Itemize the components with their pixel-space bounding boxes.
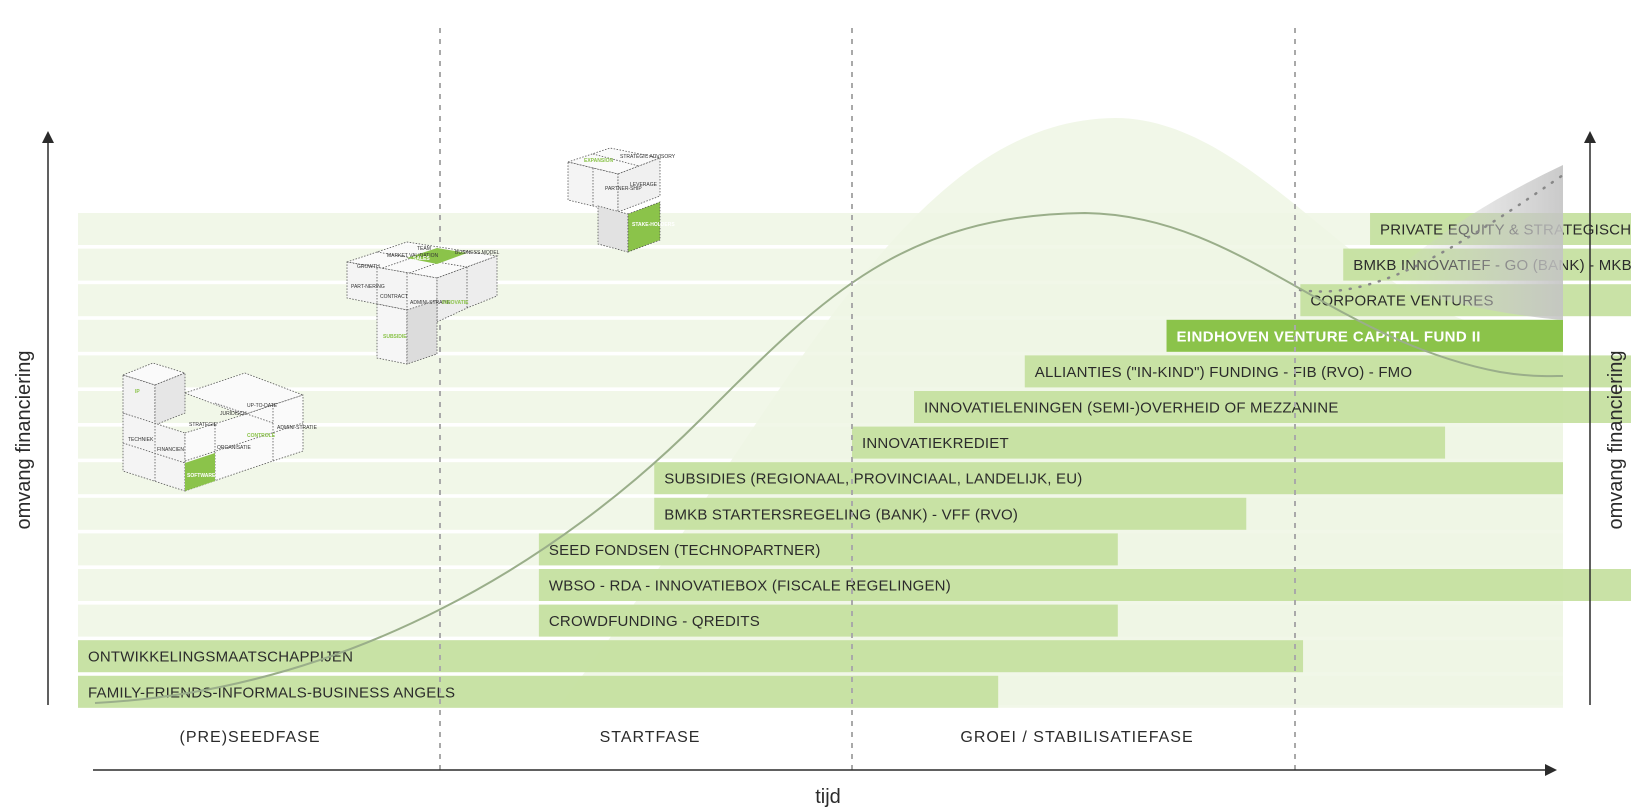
cube-label: ADMINI-STRATIE [277,425,318,431]
financing-bar [538,533,1118,566]
cube-label: PART-NERING [351,284,385,290]
grey-forecast-fan [1385,165,1563,320]
cube-label: FINANCIEN [157,447,184,453]
financing-bar-label: ONTWIKKELINGSMAATSCHAPPIJEN [88,649,353,666]
cube-label: JURIDISCH [220,411,247,417]
cube-label: ORGANISATIE [217,445,251,451]
y-axis-left [42,131,54,705]
financing-bar-label: INNOVATIEKREDIET [862,435,1009,452]
cube-label: STAKE-HOLDERS [632,222,675,228]
cube-label: LEVERAGE [630,182,658,188]
financing-bar-label: BMKB STARTERSREGELING (BANK) - VFF (RVO) [664,506,1018,523]
x-axis-label: tijd [815,786,841,808]
financing-bar [654,462,1563,495]
cube-label: GROWTH [357,264,380,270]
cube-label: INNOVATIE [442,300,469,306]
cube-innovation-face [407,248,467,264]
financing-bar-label: CROWDFUNDING - QREDITS [549,613,760,630]
cube-label: UP-TO-DATE [247,403,278,409]
financing-bar-label: WBSO - RDA - INNOVATIEBOX (FISCALE REGEL… [549,578,951,595]
cube-label: SALES [413,256,430,262]
financing-bar [1024,355,1631,388]
cube-label: PARTNER-SHIP [605,186,642,192]
financing-bar-label: SUBSIDIES (REGIONAAL, PROVINCIAAL, LANDE… [664,471,1082,488]
financing-bar [852,426,1446,459]
y-axis-label-left: omvang financiering [13,351,35,530]
financing-bar [78,675,999,708]
cube-label: MARKET VALIDATION [387,253,439,259]
cube-label: STRATEGIE [189,422,218,428]
x-axis [93,764,1557,776]
cube-label: TECHNIEK [128,437,154,443]
financing-rows: PRIVATE EQUITY & STRATEGISCHE KOPERSBMKB… [78,213,1631,708]
y-axis-label-right: omvang financiering [1605,351,1627,530]
row-band [78,213,1563,245]
financing-bar [1166,319,1563,352]
financing-bar [538,604,1118,637]
cube-cluster-small: EXPANSION STRATEGIC ADVISORY PARTNER-SHI… [566,147,676,253]
phase-label-start: STARTFASE [600,729,701,746]
financing-bar-label: FAMILY-FRIENDS-INFORMALS-BUSINESS ANGELS [88,684,455,701]
cube-label: STRATEGIC ADVISORY [620,154,676,160]
phase-label-growth: GROEI / STABILISATIEFASE [960,729,1193,746]
row-band [78,248,1563,281]
cube-label: SOFTWARE [187,473,216,479]
cube-software-face [185,453,215,491]
cube-label: SUBSIDIE [383,334,407,340]
cube-label: CONTRACT [380,294,408,300]
cube-label: CONTROLE [247,433,276,439]
phase-label-preseed: (PRE)SEEDFASE [179,729,320,746]
cube-label: TEAM [417,246,431,252]
financing-bar [914,391,1631,423]
financing-bar-label: ALLIANTIES ("IN-KIND") FUNDING - FIB (RV… [1035,364,1412,381]
financing-bar [654,497,1247,530]
cube-label: ADMINI-STRATIE [410,300,451,306]
financing-bar-label: EINDHOVEN VENTURE CAPITAL FUND II [1177,328,1481,345]
cube-label: EXPANSION [584,158,613,164]
company-growth-curve [94,211,1564,704]
cube-label: IP [135,389,140,395]
y-axis-right [1584,131,1596,705]
cube-cluster-medium: GROWTH MARKET VALIDATION TEAM SALES BUSI… [346,241,500,365]
cube-label: BUSINESS MODEL [455,250,500,256]
financing-bar [78,640,1304,673]
financing-bar [538,569,1631,601]
financing-bar-label: INNOVATIELENINGEN (SEMI-)OVERHEID OF MEZ… [924,400,1339,417]
cube-cluster-large: IP STRATEGIE JURIDISCH UP-TO-DATE TECHNI… [121,362,318,492]
financing-bar-label: SEED FONDSEN (TECHNOPARTNER) [549,542,821,559]
